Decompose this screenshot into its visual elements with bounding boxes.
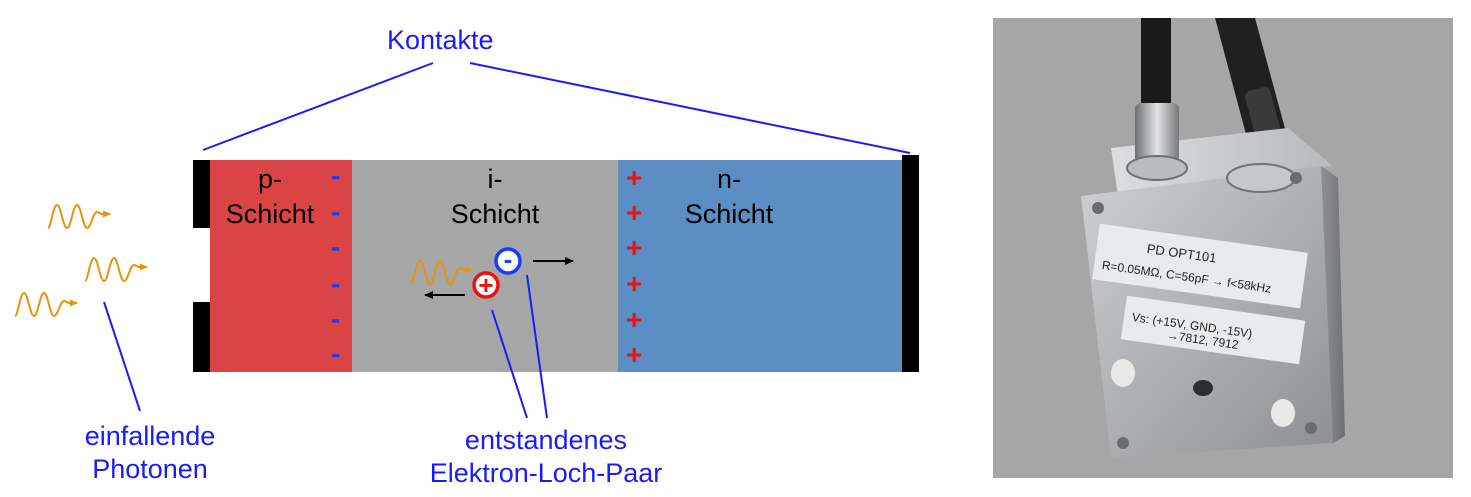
power-gland: [1226, 163, 1296, 193]
i-layer-label-line2: Schicht: [450, 199, 540, 229]
contacts-label: Kontakte: [387, 25, 494, 55]
photon-pointer: [103, 301, 141, 412]
contact-pointer-left: [202, 62, 434, 151]
n-contact: [902, 155, 919, 372]
plus-sign: +: [626, 304, 643, 335]
bnc-nut: [1126, 155, 1188, 181]
foot-icon: [1271, 399, 1295, 427]
p-layer-label-line2: Schicht: [225, 199, 315, 229]
p-layer: [210, 160, 352, 372]
minus-sign: -: [331, 196, 341, 227]
plus-sign: +: [626, 268, 643, 299]
box-label-sticker-1: [1092, 223, 1308, 309]
minus-sign: -: [331, 231, 341, 262]
n-layer-label-line1: n-: [716, 164, 741, 194]
p-contact-bottom: [193, 302, 210, 372]
n-layer-label-line2: Schicht: [684, 199, 774, 229]
plus-sign: +: [626, 197, 643, 228]
screw-icon: [1092, 202, 1104, 214]
electron-symbol: -: [503, 244, 513, 274]
bnc-cable: [1141, 18, 1171, 108]
screw-icon: [1305, 422, 1317, 434]
electron-pointer: [526, 274, 548, 419]
photons-label-line1: einfallende: [84, 421, 216, 451]
photon-wave-1: [47, 203, 111, 230]
i-layer: [352, 160, 618, 372]
foot-icon: [1111, 359, 1135, 387]
bnc-connector: [1135, 103, 1179, 163]
screw-icon: [1290, 172, 1302, 184]
plus-sign: +: [626, 232, 643, 263]
p-contact-top: [193, 160, 210, 228]
minus-sign: -: [331, 160, 341, 191]
minus-sign: -: [331, 338, 341, 369]
sensor-window: [1193, 380, 1213, 396]
photons-label-line2: Photonen: [92, 454, 208, 484]
photodiode-box-illustration: [1081, 18, 1345, 458]
minus-sign: -: [331, 303, 341, 334]
box-label-sticker-2: [1120, 295, 1306, 365]
photon-wave-2: [84, 256, 148, 283]
screw-icon: [1117, 437, 1129, 449]
n-layer: [618, 160, 902, 372]
pair-label-line1: entstandenes: [464, 425, 628, 455]
photon-wave-absorbed: [410, 259, 473, 286]
plus-sign: +: [626, 339, 643, 370]
i-layer-label-line1: i-: [487, 164, 503, 194]
photodiode-photo: PD OPT101 R=0.05MΩ, C=56pF → f<58kHz Vs:…: [993, 18, 1453, 478]
pair-label-line2: Elektron-Loch-Paar: [429, 458, 663, 488]
p-layer-label-line1: p-: [257, 164, 282, 194]
hole-pointer: [491, 309, 528, 419]
contact-pointer-right: [469, 62, 911, 154]
hole-symbol: +: [478, 270, 494, 300]
minus-sign: -: [331, 268, 341, 299]
photon-wave-3: [14, 291, 78, 318]
hole-circle: [472, 271, 500, 299]
plus-sign: +: [626, 162, 643, 193]
electron-circle: [494, 247, 522, 275]
box-side: [1321, 166, 1345, 443]
